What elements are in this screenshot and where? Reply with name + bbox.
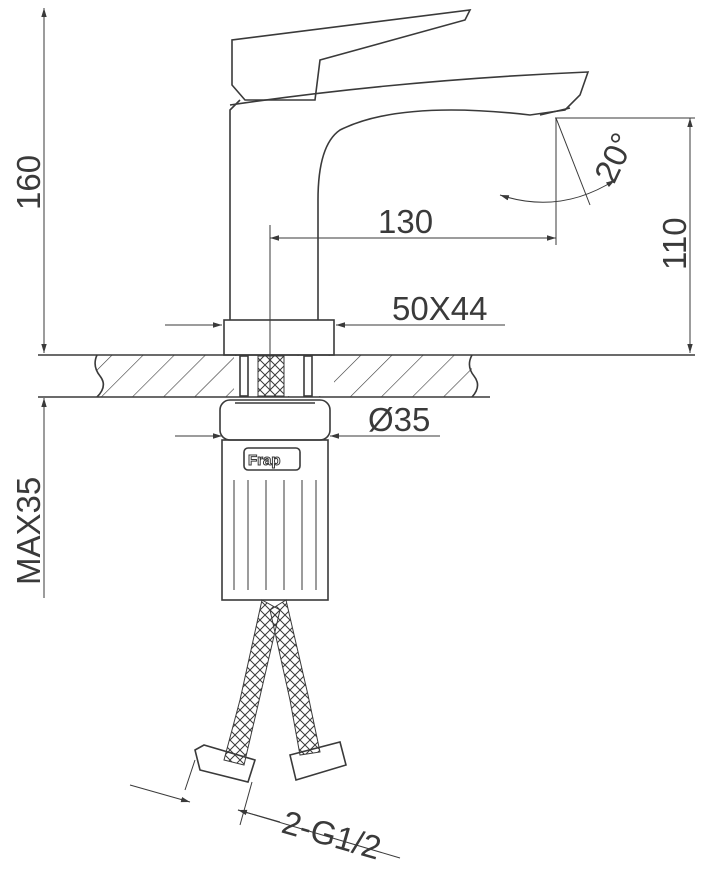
dim-height-total: 160 xyxy=(10,155,47,210)
dim-spout-reach: 130 xyxy=(378,203,433,240)
flexible-hoses xyxy=(194,599,347,783)
brand-logo: Frap xyxy=(248,452,281,469)
hose-nut-right xyxy=(289,741,347,782)
dim-hose-thread: 2-G1/2 xyxy=(278,803,385,866)
faucet-body xyxy=(223,9,590,356)
dim-spray-angle: 20° xyxy=(587,127,642,188)
dim-base-size: 50X44 xyxy=(392,290,487,327)
mounting-nut: Frap xyxy=(219,399,331,601)
dim-spout-height: 110 xyxy=(656,217,693,270)
dim-hole-diameter: Ø35 xyxy=(368,401,430,438)
dim-max-counter-thickness: MAX35 xyxy=(10,477,47,585)
hose-nut-left xyxy=(194,744,257,783)
countertop-section xyxy=(38,354,695,398)
dimension-lines xyxy=(41,8,695,859)
